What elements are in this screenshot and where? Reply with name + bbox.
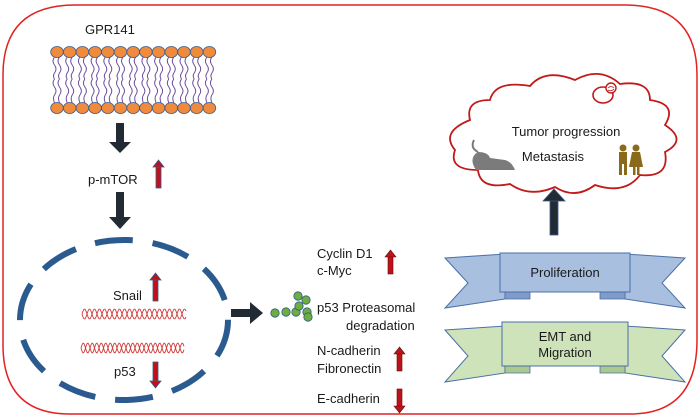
emt-migration-ribbon [443,321,687,383]
p-mtor-up-arrow-icon [152,159,165,189]
lipid [101,46,115,114]
lipid [177,46,191,114]
lipid [88,46,102,114]
proteasome-dot [294,301,304,311]
lipid [62,46,77,114]
lipid [151,46,166,114]
nucleus [17,237,231,403]
lipid [164,46,179,114]
snail-up-arrow-icon [149,272,162,302]
p53-nucleus-label: p53 [114,364,136,379]
frame-border [2,4,698,415]
p53-proteasomal-label: p53 Proteasomal [317,300,415,315]
e-cadherin-down-arrow-icon [393,388,406,414]
snail-label: Snail [113,288,142,303]
proteasome-dot [270,308,280,318]
lipid [189,46,204,114]
proteasome-dots-icon [270,291,313,322]
fibronectin-label: Fibronectin [317,361,381,376]
tumor-progression-label: Tumor progression [512,124,621,139]
n-cadherin-label: N-cadherin [317,343,381,358]
lipid-bilayer [50,46,217,114]
proteasome-dot [303,312,313,322]
cyclin-up-arrow-icon [384,249,397,275]
migration-label: Migration [538,345,591,360]
proteasome-dot [293,291,303,301]
tumor-icon [592,82,617,104]
proliferation-label: Proliferation [530,265,599,280]
proliferation-ribbon [443,252,687,309]
humans-icon [619,144,643,175]
down-arrow-2 [109,192,131,229]
c-myc-label: c-Myc [317,263,352,278]
down-arrow-1 [109,123,131,153]
proteasome-dot [301,295,311,305]
proteasome-dot [281,307,291,317]
lipid [50,46,64,114]
emt-and-label: EMT and [539,329,592,344]
lipid [75,46,90,114]
lipid [113,46,128,114]
mouse-icon [471,139,515,170]
p53-down-arrow-icon [149,361,162,389]
dna-strands-icon [80,308,187,354]
gpr141-label: GPR141 [85,22,135,37]
lipid [139,46,153,114]
up-arrow-to-outcome [542,188,566,236]
mesenchymal-up-arrow-icon [393,346,406,372]
lipid [202,46,217,114]
p-mtor-label: p-mTOR [88,172,138,187]
degradation-label: degradation [346,318,415,333]
right-arrow [231,302,263,324]
lipid [126,46,140,114]
metastasis-label: Metastasis [522,149,585,164]
e-cadherin-label: E-cadherin [317,391,380,406]
cyclin-d1-label: Cyclin D1 [317,246,373,261]
